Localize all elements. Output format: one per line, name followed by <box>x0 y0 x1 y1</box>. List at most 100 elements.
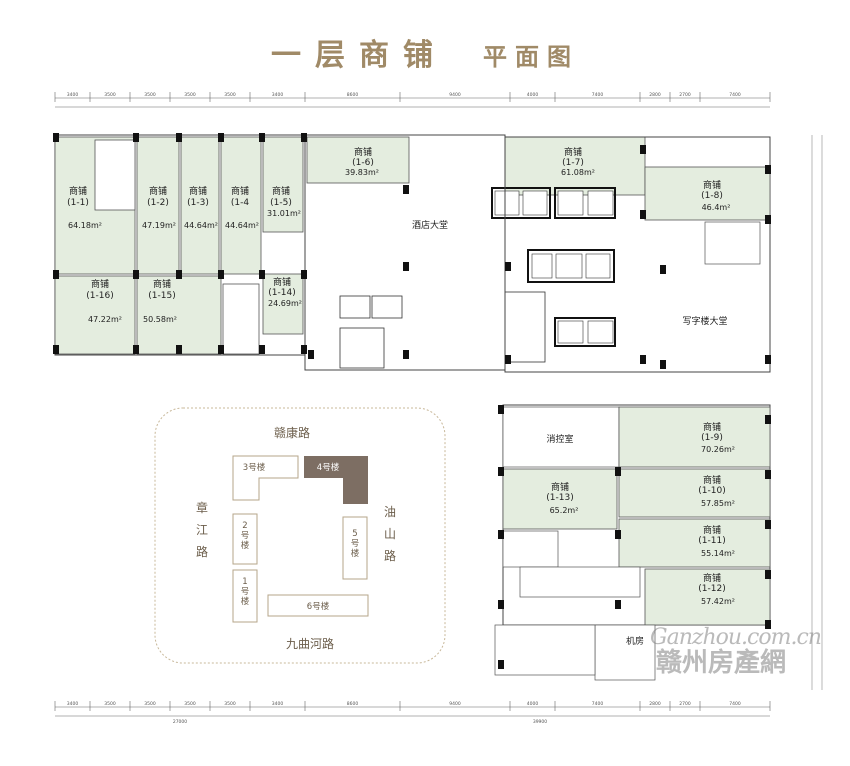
shop-1-2[interactable] <box>136 136 180 275</box>
shop-1-11-name: 商铺 <box>703 524 721 536</box>
structural-column <box>176 345 182 354</box>
structural-column <box>218 270 224 279</box>
vertical-char: 号 <box>351 539 360 549</box>
dim-top-value: 4000 <box>527 92 539 98</box>
vertical-char: 2 <box>242 521 247 531</box>
shop-1-14[interactable] <box>262 273 304 335</box>
structural-column <box>640 145 646 154</box>
core-elevators-mid <box>504 249 616 363</box>
shop-1-6[interactable] <box>306 136 410 184</box>
structural-column <box>176 270 182 279</box>
structural-column <box>765 355 771 364</box>
structural-column <box>133 270 139 279</box>
structural-column <box>301 133 307 142</box>
structural-column <box>765 415 771 424</box>
shop-1-8-area: 46.4m² <box>702 203 731 212</box>
structural-column <box>498 600 504 609</box>
structural-column <box>53 345 59 354</box>
shop-1-4[interactable] <box>220 136 262 275</box>
structural-column <box>660 360 666 369</box>
shop-1-15-name: 商铺 <box>153 278 171 290</box>
shop-1-13-area: 65.2m² <box>550 506 579 515</box>
shop-1-6-area: 39.83m² <box>345 168 379 177</box>
structural-column <box>765 520 771 529</box>
shop-1-13[interactable] <box>502 468 618 530</box>
shop-1-3-area: 44.64m² <box>184 221 218 230</box>
shop-1-13-code: (1-13) <box>546 493 573 503</box>
shop-1-8-code: (1-8) <box>701 191 723 201</box>
building-3 <box>232 455 299 501</box>
shop-1-7[interactable] <box>504 136 646 196</box>
shop-1-16[interactable] <box>54 275 136 355</box>
vertical-char: 路 <box>196 544 208 559</box>
title-sub: 平面图 <box>483 43 579 71</box>
shop-1-13-name: 商铺 <box>551 481 569 493</box>
shop-1-5-name: 商铺 <box>272 185 290 197</box>
shop-1-4-code: (1-4 <box>231 198 249 208</box>
structural-column <box>403 185 409 194</box>
office-lobby-area <box>504 136 771 373</box>
office-stair <box>704 221 761 265</box>
road-north: 赣康路 <box>274 425 310 440</box>
shop-1-1-code: (1-1) <box>67 198 89 208</box>
fire-control-label: 消控室 <box>546 433 573 445</box>
shop-1-11-code: (1-11) <box>698 536 725 546</box>
dim-top-value: 3500 <box>184 92 196 98</box>
shop-1-4-name: 商铺 <box>231 185 249 197</box>
dim-bottom-value: 3400 <box>67 701 79 707</box>
lower-left-room <box>494 624 596 676</box>
shop-1-5[interactable] <box>262 136 304 233</box>
core-elevators-top <box>491 187 616 219</box>
shop-1-12-code: (1-12) <box>698 584 725 594</box>
dim-bottom-value: 8600 <box>347 701 359 707</box>
structural-column <box>765 165 771 174</box>
shop-1-5-area: 31.01m² <box>267 209 301 218</box>
shop-1-10-name: 商铺 <box>703 474 721 486</box>
dimension-right <box>811 135 823 690</box>
vertical-char: 江 <box>196 523 208 537</box>
shop-1-10[interactable] <box>618 468 771 518</box>
structural-column <box>301 345 307 354</box>
machine-room <box>594 624 656 681</box>
shop-1-2-code: (1-2) <box>147 198 169 208</box>
building-1 <box>232 569 258 623</box>
structural-column <box>498 530 504 539</box>
shop-1-11[interactable] <box>618 518 771 568</box>
structural-column <box>505 262 511 271</box>
shop-1-4-area: 44.64m² <box>225 221 259 230</box>
shop-1-6-code: (1-6) <box>352 158 374 168</box>
vertical-char: 章 <box>196 500 208 515</box>
vertical-char: 油 <box>384 505 396 519</box>
dim-top-value: 3500 <box>224 92 236 98</box>
shop-1-9-code: (1-9) <box>701 433 723 443</box>
dim-total-left: 27000 <box>173 719 187 725</box>
structural-column <box>53 270 59 279</box>
road-south: 九曲河路 <box>286 636 334 651</box>
title-main: 一层商铺 <box>271 38 447 73</box>
hotel-lobby-label: 酒店大堂 <box>412 219 448 231</box>
shop-1-16-code: (1-16) <box>86 291 113 301</box>
shop-1-9[interactable] <box>618 406 771 468</box>
shop-1-12[interactable] <box>644 568 771 626</box>
hotel-stair <box>339 327 385 369</box>
shop-1-12-area: 57.42m² <box>701 597 735 606</box>
shop-1-10-code: (1-10) <box>698 486 725 496</box>
shop-1-3[interactable] <box>180 136 220 275</box>
dim-bottom-value: 3500 <box>184 701 196 707</box>
building-4 <box>304 456 368 504</box>
shop-1-14-area: 24.69m² <box>268 299 302 308</box>
building-6-label: 6号楼 <box>307 601 330 612</box>
dim-top-value: 7400 <box>592 92 604 98</box>
vertical-char: 楼 <box>351 548 360 559</box>
shop-1-15[interactable] <box>136 275 222 355</box>
structural-column <box>765 570 771 579</box>
vertical-char: 5 <box>352 529 357 539</box>
shop-1-8[interactable] <box>644 166 771 221</box>
structural-column <box>765 620 771 629</box>
structural-column <box>133 133 139 142</box>
shop-1-3-code: (1-3) <box>187 198 209 208</box>
structural-column <box>505 355 511 364</box>
dim-bottom-value: 3500 <box>144 701 156 707</box>
structural-column <box>615 530 621 539</box>
